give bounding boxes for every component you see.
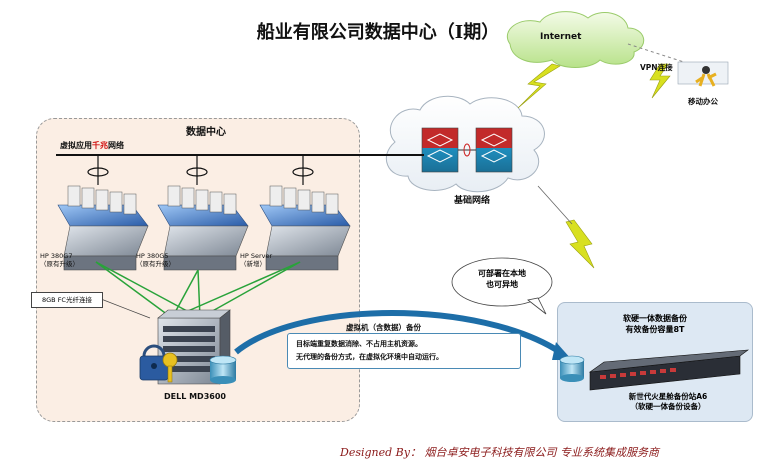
- mobile-office-label: 移动办公: [688, 97, 718, 106]
- storage-cylinder-icon: [209, 355, 237, 384]
- vpn-link: [627, 43, 691, 65]
- internet-bolt: [517, 63, 561, 109]
- deploy-bubble: [451, 257, 553, 315]
- backup-bolt: [565, 219, 595, 269]
- server-3-model: HP Server: [240, 252, 273, 260]
- right-top-line-1: 软硬一体数据备份: [623, 314, 687, 323]
- mobile-office-icon: [677, 61, 729, 87]
- server-2-note: （原有升级）: [136, 260, 175, 268]
- info-line-1: 目标端重复数据消除、不占用主机资源。: [296, 340, 422, 348]
- core-switch-right: [475, 127, 513, 173]
- storage-label: DELL MD3600: [164, 392, 226, 401]
- right-top-line-2: 有效备份容量8T: [625, 325, 685, 334]
- info-line-2: 无代理的备份方式，在虚拟化环境中自动运行。: [296, 353, 443, 361]
- backup-capacity-text: 软硬一体数据备份 有效备份容量8T: [580, 313, 730, 335]
- bubble-line-2: 也可异地: [486, 280, 518, 289]
- server-3-note: （新增）: [240, 260, 266, 268]
- right-bottom-line-2: （软硬一体备份设备）: [630, 402, 706, 411]
- backup-device-text: 新世代火星舱备份站A6 （软硬一体备份设备）: [588, 392, 748, 412]
- datacenter-label: 数据中心: [186, 127, 226, 138]
- server-label-1: HP 380G7 （原有升级）: [40, 252, 79, 268]
- key-icon: [162, 352, 178, 383]
- backup-flow-arrow: [234, 310, 562, 355]
- padlock-icon: [139, 344, 169, 381]
- network-label-post: 网络: [108, 141, 124, 150]
- gigabit-network-label: 虚拟应用千兆网络: [60, 140, 124, 151]
- base-network-cloud: [385, 95, 545, 193]
- backup-flow-label: 虚拟机（含数据）备份: [346, 323, 421, 332]
- deploy-bubble-text: 可部署在本地 也可异地: [468, 268, 536, 290]
- server-host-1: [57, 185, 149, 271]
- right-bottom-line-1: 新世代火星舱备份站A6: [628, 392, 708, 401]
- server-label-2: HP 380G5 （原有升级）: [136, 252, 175, 268]
- backup-cylinder-icon: [559, 355, 585, 382]
- server-2-model: HP 380G5: [136, 252, 169, 260]
- storage-array: [157, 309, 231, 385]
- internet-label: Internet: [540, 32, 582, 42]
- core-switch-left: [421, 127, 459, 173]
- vpn-bolt: [649, 63, 671, 99]
- internet-cloud: [507, 11, 645, 68]
- network-label-pre: 虚拟应用: [60, 141, 92, 150]
- base-network-label: 基础网络: [454, 196, 491, 206]
- server-host-3: [259, 185, 351, 271]
- bubble-line-1: 可部署在本地: [478, 269, 526, 278]
- page-title: 船业有限公司数据中心（I期）: [256, 22, 500, 43]
- server-host-2: [157, 185, 249, 271]
- footer-credit: Designed By： 烟台卓安电子科技有限公司 专业系统集成服务商: [340, 446, 659, 459]
- fc-links: [95, 261, 301, 319]
- backup-info-box: 目标端重复数据消除、不占用主机资源。 无代理的备份方式，在虚拟化环境中自动运行。: [287, 333, 521, 369]
- vpn-label: VPN连接: [640, 63, 673, 72]
- callout-pointer: [100, 298, 151, 319]
- base-to-backup-link: [537, 185, 573, 225]
- backup-appliance: [588, 349, 750, 391]
- network-label-highlight: 千兆: [92, 141, 108, 150]
- server-label-3: HP Server （新增）: [240, 252, 272, 268]
- fc-callout: 8GB FC光纤连接: [31, 292, 103, 308]
- server-1-model: HP 380G7: [40, 252, 73, 260]
- server-1-note: （原有升级）: [40, 260, 79, 268]
- server-drops: [87, 155, 314, 185]
